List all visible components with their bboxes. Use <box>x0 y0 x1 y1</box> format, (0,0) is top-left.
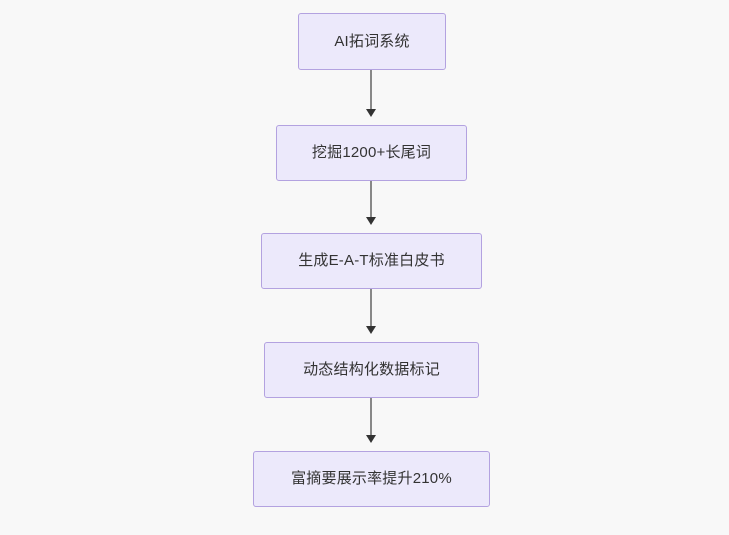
edge-line <box>370 181 372 217</box>
arrowhead-icon <box>366 217 376 225</box>
flow-node-label: AI拓词系统 <box>334 32 410 50</box>
arrowhead-icon <box>366 326 376 334</box>
flow-node-label: 挖掘1200+长尾词 <box>311 144 432 161</box>
edge-line <box>370 289 372 326</box>
edge-line <box>370 70 372 109</box>
flow-node-2[interactable]: 挖掘1200+长尾词 <box>276 125 467 181</box>
edge-line <box>370 398 372 435</box>
arrowhead-icon <box>366 435 376 443</box>
arrowhead-icon <box>366 109 376 117</box>
flow-node-5[interactable]: 富摘要展示率提升210% <box>253 451 490 507</box>
flow-node-3[interactable]: 生成E-A-T标准白皮书 <box>261 233 482 289</box>
flow-node-label: 富摘要展示率提升210% <box>291 470 452 487</box>
flow-node-1[interactable]: AI拓词系统 <box>298 13 446 70</box>
flow-node-label: 动态结构化数据标记 <box>303 361 440 378</box>
flow-node-4[interactable]: 动态结构化数据标记 <box>264 342 479 398</box>
flow-node-label: 生成E-A-T标准白皮书 <box>298 252 445 269</box>
